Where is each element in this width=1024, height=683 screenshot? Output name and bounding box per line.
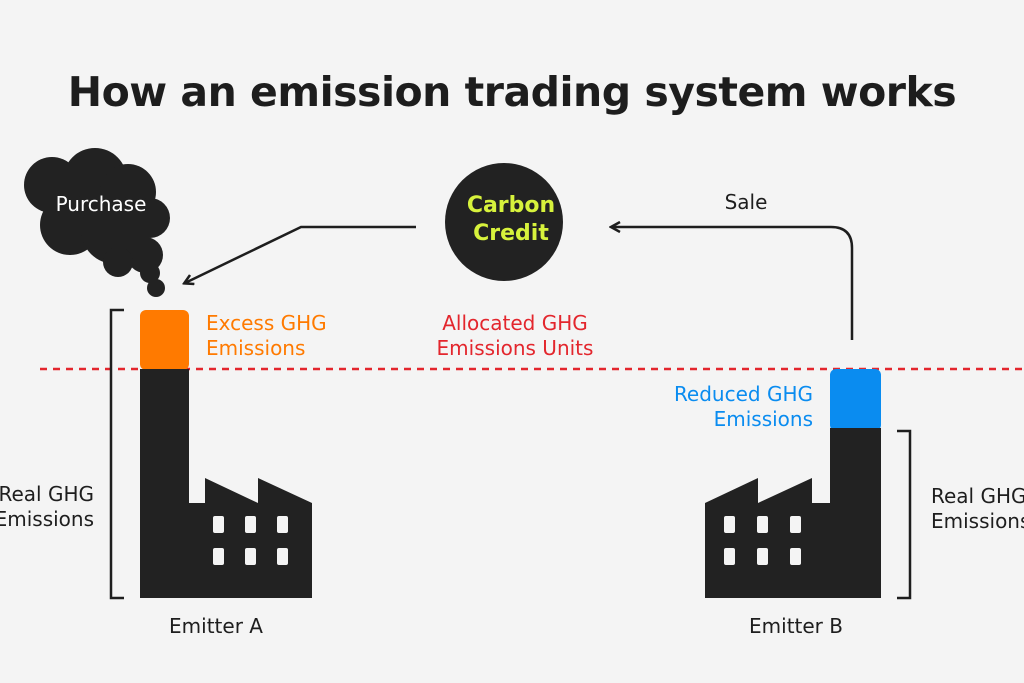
real-emissions-label-a: Real GHG Emissions xyxy=(0,482,94,531)
excess-emissions-block xyxy=(140,310,189,370)
purchase-arrow xyxy=(185,225,416,283)
purchase-cloud xyxy=(24,148,170,297)
emitter-a-factory xyxy=(140,310,312,598)
emitter-b-factory xyxy=(705,369,881,598)
carbon-credit-label: Carbon Credit xyxy=(466,193,556,246)
reduced-emissions-label: Reduced GHG Emissions xyxy=(673,382,813,431)
bracket-b xyxy=(897,429,912,600)
emitter-a-label: Emitter A xyxy=(169,614,263,638)
purchase-label: Purchase xyxy=(55,192,147,216)
emitter-b-label: Emitter B xyxy=(749,614,843,638)
sale-arrow xyxy=(612,227,854,340)
carbon-credit-circle xyxy=(445,163,563,281)
allocated-units-label: Allocated GHG Emissions Units xyxy=(436,311,594,360)
bracket-a xyxy=(109,308,124,600)
page-title: How an emission trading system works xyxy=(67,68,957,116)
factory-a-windows xyxy=(213,516,288,565)
excess-emissions-label: Excess GHG Emissions xyxy=(206,311,327,360)
real-emissions-label-b: Real GHG Emissions xyxy=(931,484,1024,533)
reduced-emissions-block xyxy=(830,369,881,431)
factory-b-windows xyxy=(724,516,801,565)
sale-label: Sale xyxy=(724,190,768,214)
real-emissions-label-b-clip: Real GHG Emissions xyxy=(924,484,1024,544)
factory-b-body xyxy=(705,428,881,598)
factory-a-body xyxy=(140,369,312,598)
